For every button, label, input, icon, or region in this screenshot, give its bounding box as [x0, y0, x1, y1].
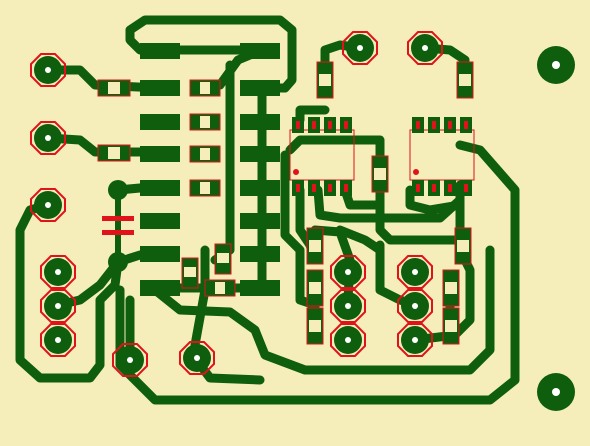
resistor-r7 — [204, 279, 236, 297]
pad-conn-left-2 — [40, 289, 76, 323]
pad-in-3 — [30, 188, 66, 222]
mounting-hole-top — [537, 46, 575, 84]
resistor-r8 — [181, 257, 199, 289]
resistors-vertical — [181, 61, 474, 345]
resistor-r2 — [97, 144, 131, 162]
resistor-r18 — [442, 307, 460, 345]
pad-conn-mid-3 — [330, 323, 366, 357]
resistors-horizontal — [97, 79, 236, 297]
capacitor-c1 — [102, 180, 134, 272]
pad-conn-left-3 — [40, 323, 76, 357]
resistor-r6 — [189, 179, 221, 197]
mounting-hole-bottom — [537, 373, 575, 411]
resistor-r5 — [189, 145, 221, 163]
smd-ic-right — [409, 117, 475, 196]
dip-ic-right-pins — [240, 43, 280, 296]
dip-ic-left-pins — [140, 43, 180, 296]
resistor-r13 — [306, 227, 324, 265]
resistor-r15 — [306, 307, 324, 345]
pad-top-2 — [407, 31, 443, 65]
resistor-r4 — [189, 113, 221, 131]
pad-conn-right-3 — [397, 323, 433, 357]
pad-in-2 — [30, 121, 66, 155]
pad-conn-right-2 — [397, 289, 433, 323]
smd-ic-left — [289, 117, 355, 196]
resistor-r17 — [442, 269, 460, 307]
resistor-r14 — [306, 269, 324, 307]
through-hole-pads — [30, 31, 443, 377]
mounting-holes — [537, 46, 575, 411]
resistor-r3 — [189, 79, 221, 97]
pad-bottom-2 — [179, 341, 215, 375]
resistor-r1 — [97, 79, 131, 97]
resistor-r12 — [371, 155, 389, 193]
pad-top-1 — [342, 31, 378, 65]
resistor-r16 — [454, 227, 472, 265]
pad-conn-right-1 — [397, 255, 433, 289]
resistor-r9 — [214, 243, 232, 275]
pad-conn-left-1 — [40, 255, 76, 289]
pad-conn-mid-1 — [330, 255, 366, 289]
pad-bottom-1 — [112, 343, 148, 377]
pad-in-1 — [30, 53, 66, 87]
resistor-r10 — [316, 61, 334, 99]
pad-conn-mid-2 — [330, 289, 366, 323]
resistor-r11 — [456, 61, 474, 99]
